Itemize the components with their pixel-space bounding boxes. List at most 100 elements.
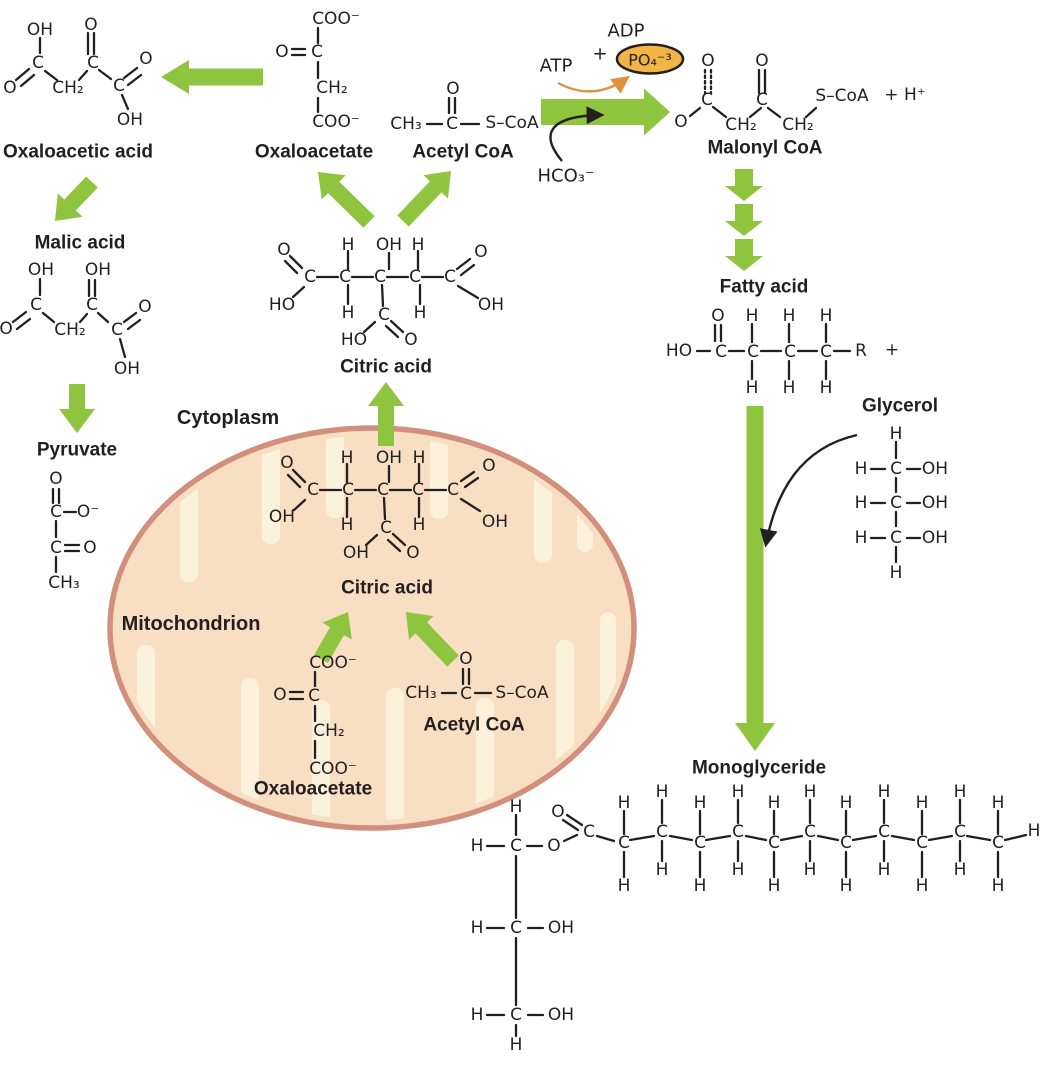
bond bbox=[122, 311, 138, 324]
atom-label: C bbox=[307, 480, 319, 500]
bond bbox=[927, 834, 954, 842]
atom-label: C bbox=[412, 480, 424, 500]
atom-label: C bbox=[311, 42, 323, 62]
atom-label: H bbox=[471, 918, 484, 938]
atom-label: O bbox=[84, 15, 97, 35]
atom-label: C bbox=[804, 822, 816, 842]
bond bbox=[455, 257, 472, 271]
bond bbox=[562, 833, 579, 843]
bond bbox=[288, 254, 304, 270]
bond bbox=[78, 312, 89, 324]
atom-label: C bbox=[409, 267, 421, 287]
atom-label: O bbox=[674, 112, 687, 132]
atom-label: COO⁻ bbox=[312, 9, 360, 29]
atom-label: H bbox=[855, 493, 868, 513]
bond bbox=[364, 533, 379, 547]
malonyl-coa-label: Malonyl CoA bbox=[707, 138, 822, 159]
atom-label: H bbox=[855, 459, 868, 479]
bond bbox=[561, 818, 580, 832]
atom-label: O bbox=[277, 240, 290, 260]
atom-label: C bbox=[444, 267, 456, 287]
atom-label: H bbox=[694, 876, 707, 896]
atom-label: H bbox=[471, 1005, 484, 1025]
bond bbox=[286, 473, 302, 489]
citric-acid-mito-label: Citric acid bbox=[341, 578, 433, 599]
glycerol-structure bbox=[869, 440, 922, 564]
monoglyceride-structure bbox=[485, 798, 1028, 1038]
bond bbox=[97, 68, 113, 81]
atom-label: C bbox=[656, 822, 668, 842]
bond bbox=[711, 105, 728, 119]
bond bbox=[291, 285, 306, 299]
atom-label: C bbox=[510, 1005, 522, 1025]
atom-label: H bbox=[890, 563, 903, 583]
atom-label: C bbox=[50, 502, 62, 522]
atom-label: H bbox=[412, 235, 425, 255]
atom-label: O bbox=[0, 319, 13, 339]
atom-label: O bbox=[755, 51, 768, 71]
atom-label: OH bbox=[482, 512, 508, 532]
atom-label: C bbox=[618, 833, 630, 853]
atom-label: R bbox=[855, 341, 867, 361]
citric-acid-cytoplasm-label: Citric acid bbox=[340, 357, 432, 378]
bond bbox=[19, 73, 36, 88]
bond bbox=[744, 834, 768, 842]
atom-label: H bbox=[413, 448, 426, 468]
crista bbox=[386, 688, 404, 820]
crista bbox=[241, 678, 259, 820]
bond bbox=[77, 69, 89, 82]
atom-label: C bbox=[694, 833, 706, 853]
atom-label: C bbox=[374, 267, 386, 287]
pyruvate-label: Pyruvate bbox=[37, 440, 117, 461]
atom-label: H bbox=[783, 378, 796, 398]
arrow-oxaloacetate-to-oxaloacetic-acid bbox=[161, 60, 263, 94]
bond bbox=[766, 106, 782, 119]
arrow-malonyl-to-fatty-1 bbox=[725, 169, 763, 201]
atom-label: O bbox=[547, 836, 560, 856]
mitochondrion-label: Mitochondrion bbox=[122, 613, 261, 635]
oxaloacetic-acid-structure bbox=[14, 31, 143, 111]
atom-label: H bbox=[618, 793, 631, 813]
bond bbox=[382, 496, 387, 521]
atom-label: CH₃ bbox=[390, 114, 421, 134]
bond bbox=[386, 538, 402, 553]
bond bbox=[122, 66, 139, 80]
crista bbox=[430, 436, 448, 519]
bond bbox=[380, 283, 385, 308]
atom-label: HO bbox=[269, 295, 295, 315]
bond bbox=[459, 470, 476, 483]
atom-label: OH bbox=[269, 507, 295, 527]
atom-label: H bbox=[341, 448, 354, 468]
atom-label: S–CoA bbox=[815, 86, 869, 106]
bond bbox=[384, 324, 400, 339]
atom-label: O bbox=[482, 456, 495, 476]
oxaloacetate-top-structure bbox=[290, 26, 320, 114]
atom-label: H bbox=[414, 303, 427, 323]
atom-label: C bbox=[460, 684, 472, 704]
arrow-mito-acetylcoa-to-citric bbox=[406, 612, 459, 667]
atom-label: CH₂ bbox=[725, 115, 756, 135]
atom-label: C bbox=[50, 538, 62, 558]
atom-label: C bbox=[916, 833, 928, 853]
bond bbox=[118, 337, 127, 359]
atom-label: H bbox=[746, 378, 759, 398]
atom-label: C bbox=[339, 267, 351, 287]
crista bbox=[137, 645, 155, 820]
atom-label: O bbox=[275, 42, 288, 62]
acetyl-coa-mito-structure bbox=[440, 667, 493, 695]
bond bbox=[126, 73, 143, 87]
atom-label: C bbox=[840, 833, 852, 853]
bond bbox=[15, 317, 32, 331]
bond bbox=[595, 834, 616, 843]
atom-label: C bbox=[583, 822, 595, 842]
atom-label: H bbox=[732, 782, 745, 802]
bond bbox=[804, 106, 818, 119]
atom-label: C bbox=[890, 459, 902, 479]
atom-label: OH bbox=[376, 235, 402, 255]
atom-label: O bbox=[474, 242, 487, 262]
atom-label: OH bbox=[85, 260, 111, 280]
atom-label: O bbox=[3, 78, 16, 98]
atom-label: C bbox=[890, 528, 902, 548]
atom-label: OH bbox=[117, 110, 143, 130]
adp-label: ADP bbox=[607, 21, 644, 42]
